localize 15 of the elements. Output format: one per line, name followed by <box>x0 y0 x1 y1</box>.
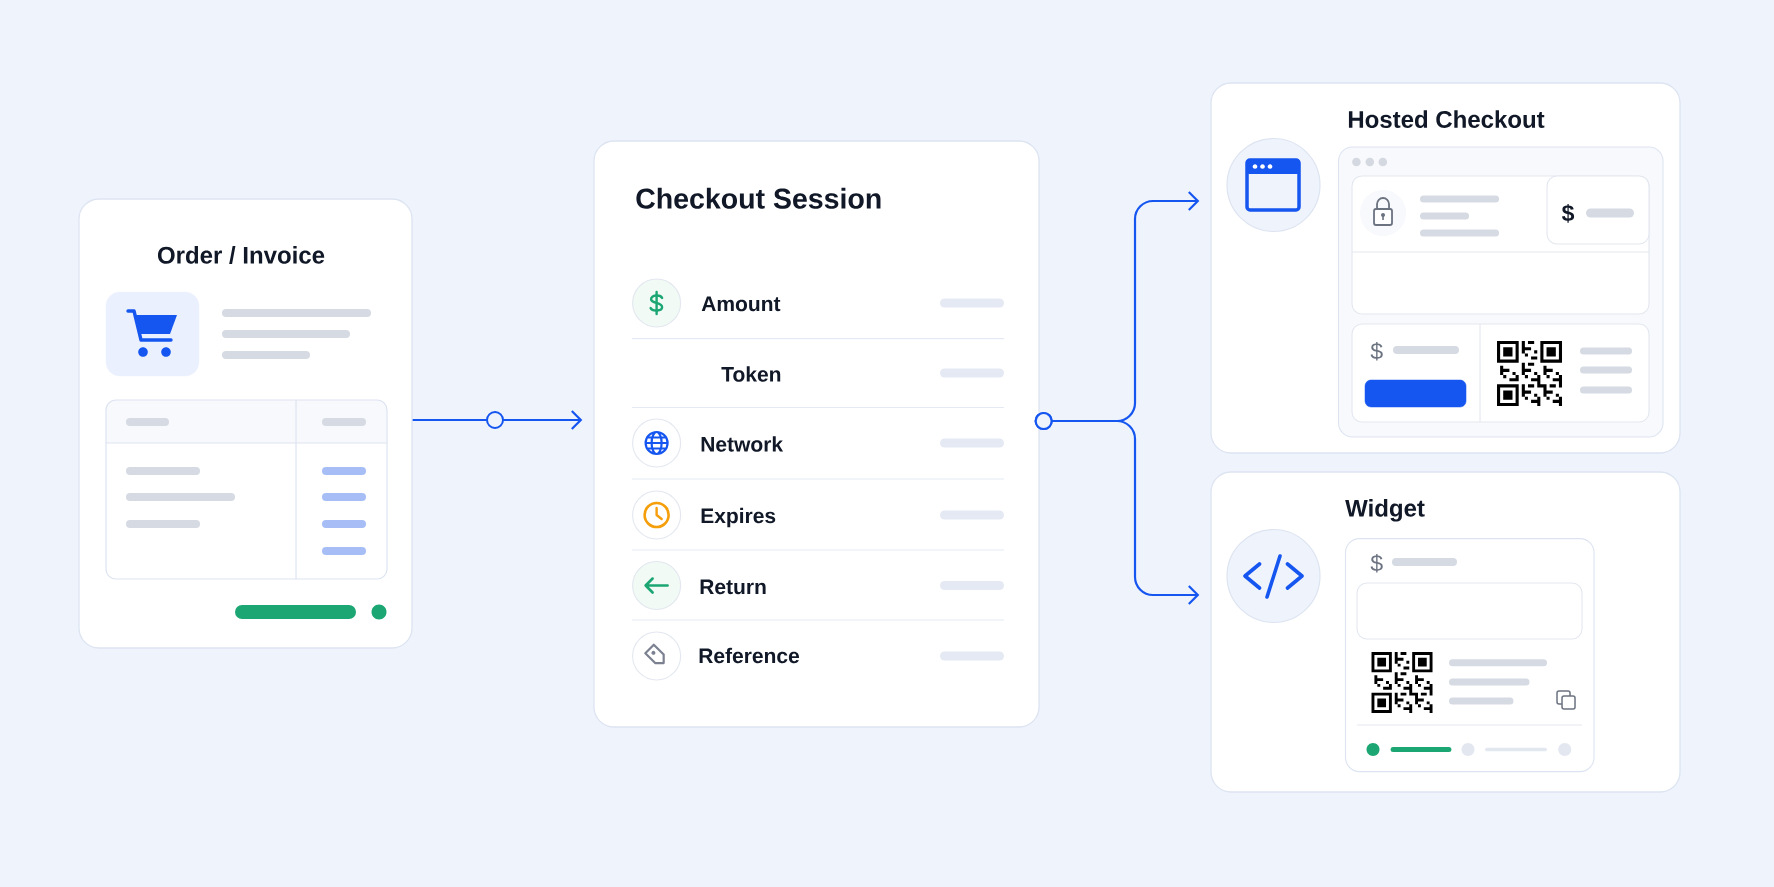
currency-symbol: $ <box>1370 554 1383 573</box>
field-label: Network <box>701 436 784 452</box>
field-label: Token <box>721 366 781 382</box>
currency-symbol: $ <box>1561 203 1575 223</box>
arrow <box>412 410 583 430</box>
card-title: Order / Invoice <box>157 246 325 264</box>
currency-symbol: $ <box>1370 341 1383 361</box>
card-title: Widget <box>1345 499 1425 522</box>
card-title: Hosted Checkout <box>1348 110 1545 128</box>
field-label: Expires <box>701 507 776 528</box>
field-label: Amount <box>701 296 781 312</box>
field-label: Reference <box>699 647 800 664</box>
field-label: Return <box>700 579 766 595</box>
card-title: Checkout Session <box>636 187 881 209</box>
arrow <box>1034 411 1200 605</box>
